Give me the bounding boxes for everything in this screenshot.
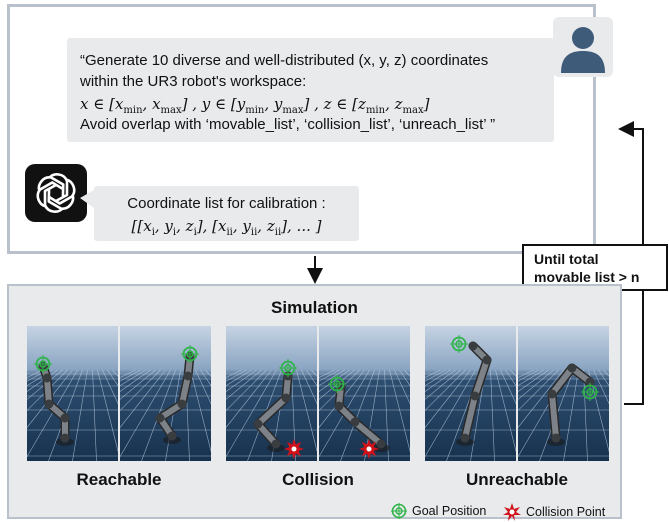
goal-marker [581, 383, 599, 401]
category-unreachable-label: Unreachable [465, 470, 569, 489]
goal-marker [34, 355, 52, 373]
collision-marker [284, 439, 304, 459]
assistant-response-bubble: Coordinate list for calibration : [[xi, … [80, 186, 359, 241]
robot-arm [334, 381, 390, 452]
goal-marker [279, 359, 297, 377]
openai-logo-icon [25, 164, 87, 222]
user-prompt-bubble: “Generate 10 diverse and well-distribute… [67, 38, 570, 142]
legend-collision-label: Collision Point [526, 505, 606, 519]
robot-arm [456, 341, 492, 446]
prompt-range-formula: x ∈ [xmin, xmax] , y ∈ [ymin, ymax] , z … [80, 95, 430, 116]
goal-marker [328, 375, 346, 393]
scene-collision-2 [319, 326, 410, 461]
chat-panel: “Generate 10 diverse and well-distribute… [7, 4, 613, 254]
collision-marker [359, 439, 379, 459]
scene-unreachable-1 [425, 326, 516, 461]
category-reachable-label: Reachable [76, 470, 162, 489]
scene-reachable-1 [27, 326, 118, 461]
loop-line-1: Until total [534, 251, 599, 267]
response-line-1: Coordinate list for calibration : [127, 195, 326, 212]
legend-goal-label: Goal Position [412, 504, 487, 518]
prompt-line-4: Avoid overlap with ‘movable_list’, ‘coll… [80, 116, 496, 133]
simulation-panel: Simulation Reachable Collision Unreachab… [7, 284, 622, 521]
scene-unreachable-2 [518, 326, 609, 461]
response-coordinate-list: [[xi, yi, zi], [xii, yii, zii], ... ] [131, 217, 322, 238]
prompt-line-1: “Generate 10 diverse and well-distribute… [80, 52, 489, 69]
loop-condition-box: Until total movable list > n [522, 244, 668, 291]
prompt-line-2: within the UR3 robot's workspace: [80, 73, 307, 90]
goal-position-icon [391, 503, 407, 519]
simulation-title: Simulation [271, 298, 358, 317]
goal-marker [450, 335, 468, 353]
category-collision-label: Collision [282, 470, 354, 489]
collision-point-icon [503, 503, 521, 521]
robot-arm [253, 371, 293, 452]
loop-line-2: movable list > n [534, 269, 640, 285]
robot-arm [38, 361, 74, 446]
robot-arm [547, 363, 595, 446]
scene-collision-1 [226, 326, 317, 461]
legend-collision: Collision Point [503, 503, 605, 521]
user-avatar-icon [553, 17, 613, 77]
goal-marker [181, 345, 199, 363]
legend-goal: Goal Position [391, 503, 486, 519]
scene-reachable-2 [120, 326, 211, 461]
